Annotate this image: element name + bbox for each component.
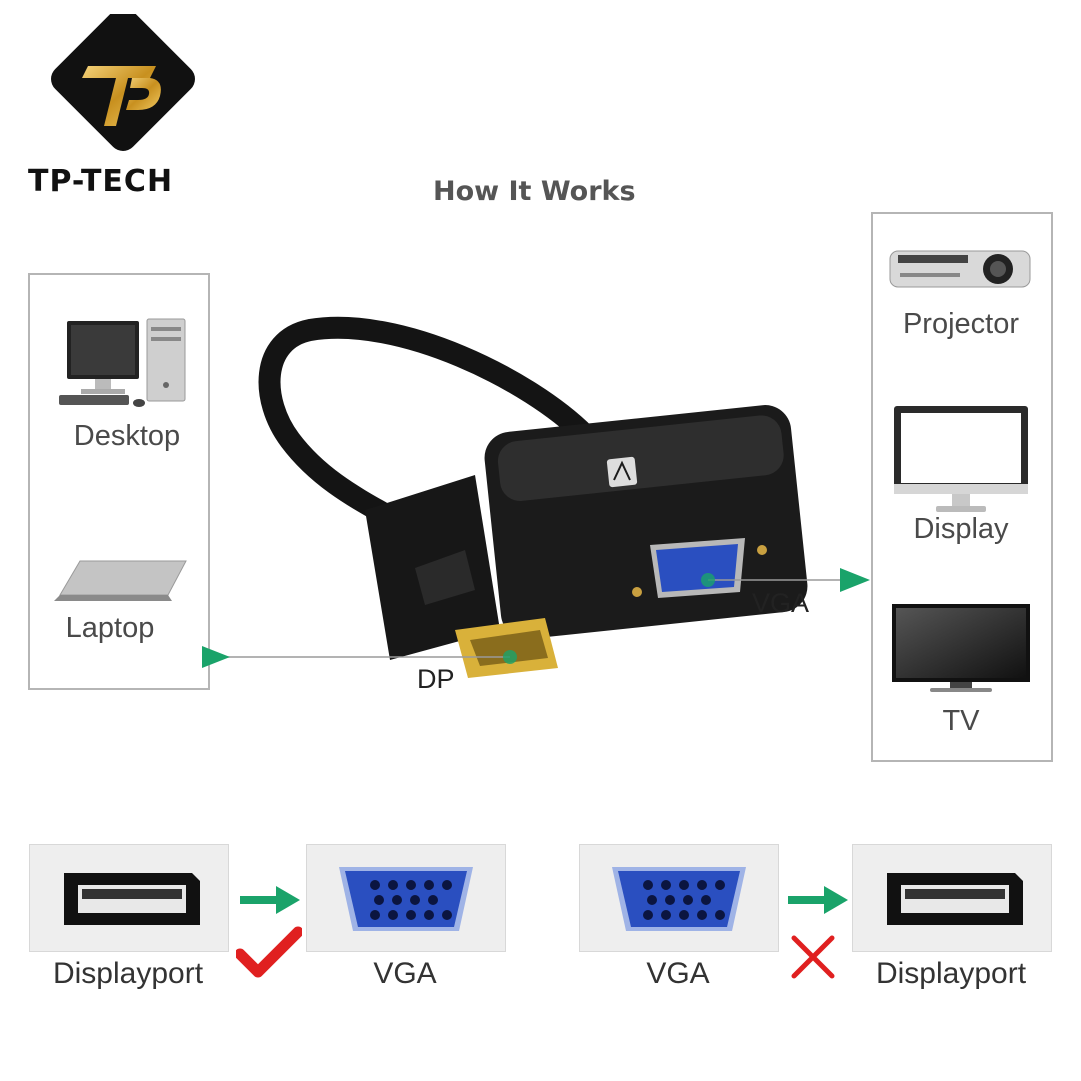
target-label-tv: TV — [942, 705, 980, 737]
cross-icon — [788, 932, 838, 982]
brand-name: TP-TECH — [28, 164, 174, 199]
displayport-connector-icon — [887, 873, 1023, 925]
page-title: How It Works — [433, 176, 636, 207]
source-label-desktop: Desktop — [73, 420, 181, 452]
conversion-2-from-label: VGA — [646, 957, 710, 990]
tp-diamond-logo-icon — [51, 14, 195, 151]
conversion-2-to-label: Displayport — [875, 957, 1027, 990]
target-label-display: Display — [913, 513, 1009, 545]
brand-logo: TP-TECH — [28, 14, 208, 209]
adapter-diagram — [200, 300, 880, 700]
monitor-icon — [892, 404, 1032, 516]
conversion-1-arrow-icon — [240, 886, 300, 914]
conversion-1-to-panel — [306, 844, 506, 952]
vga-connector-icon — [612, 867, 746, 931]
port-label-vga: VGA — [752, 588, 810, 618]
port-label-dp: DP — [417, 664, 455, 694]
conversion-2-from-panel — [579, 844, 779, 952]
laptop-icon — [50, 555, 190, 605]
target-label-projector: Projector — [902, 308, 1020, 340]
conversion-2-to-panel — [852, 844, 1052, 952]
check-icon — [236, 926, 302, 978]
conversion-1-from-panel — [29, 844, 229, 952]
desktop-computer-icon — [55, 315, 190, 410]
vga-connector-icon — [339, 867, 473, 931]
conversion-1-to-label: VGA — [373, 957, 437, 990]
conversion-1-from-label: Displayport — [52, 957, 204, 990]
conversion-2-arrow-icon — [788, 886, 848, 914]
tv-icon — [890, 602, 1032, 694]
projector-icon — [888, 243, 1033, 293]
displayport-connector-icon — [64, 873, 200, 925]
source-label-laptop: Laptop — [65, 612, 155, 644]
